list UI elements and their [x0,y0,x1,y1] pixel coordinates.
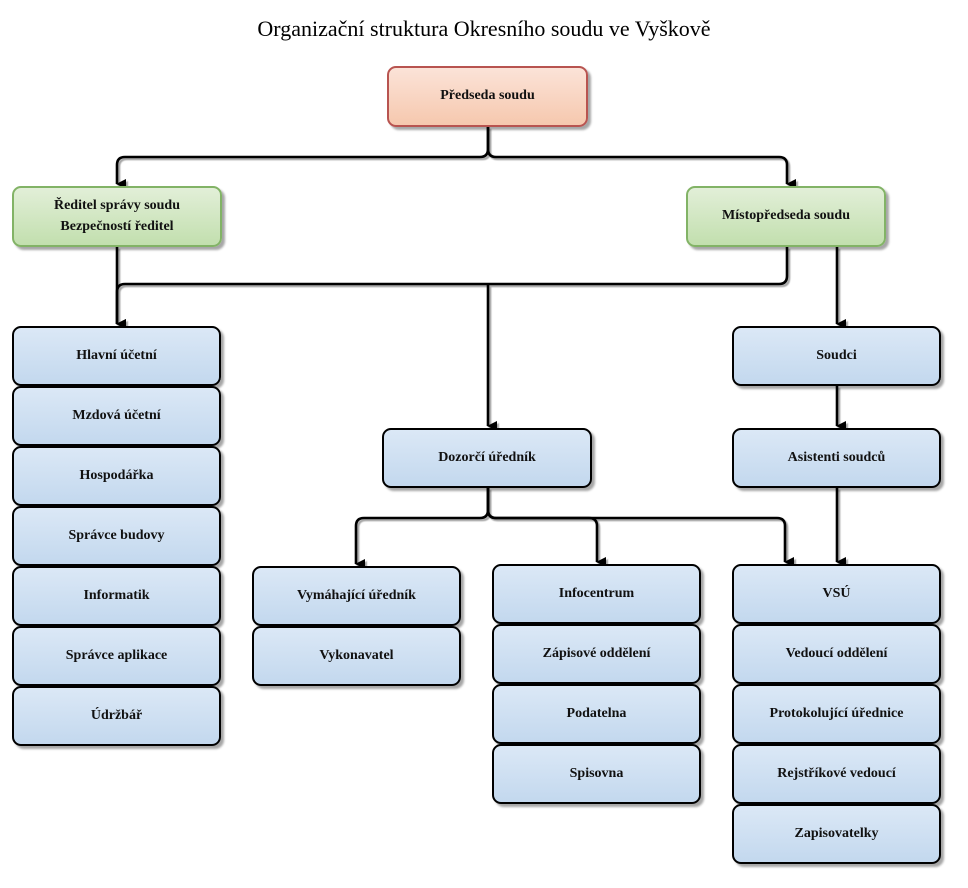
node-reditel-label-1: Ředitel správy soudu [53,198,181,214]
node-label: Informatik [83,587,150,603]
node-label: Vedoucí oddělení [785,645,888,661]
node-label: Údržbář [90,707,143,723]
node-soudci: Soudci [732,326,941,386]
node-label: Spisovna [569,765,624,781]
node-vymahani-item: Vymáhající úředník [252,566,461,626]
node-label: Zápisové oddělení [542,645,651,661]
node-label: Vykonavatel [319,647,394,663]
node-label: Hospodářka [79,467,154,483]
node-label: VSÚ [822,585,851,601]
node-sprava-item: Hospodářka [12,446,221,506]
node-kancelar-item: Infocentrum [492,564,701,624]
node-predseda-label: Předseda soudu [440,88,535,104]
node-sprava-item: Správce aplikace [12,626,221,686]
node-label: Správce aplikace [65,647,168,663]
node-label: Protokolující úřednice [769,705,904,721]
node-vymahani-item: Vykonavatel [252,626,461,686]
node-vsu-item: Zapisovatelky [732,804,941,864]
node-label: Vymáhající úředník [297,587,416,603]
connector-dozorci-kancelar [486,488,606,567]
node-reditel-label-2: Bezpečností ředitel [60,218,174,234]
node-label: Mzdová účetní [72,407,161,423]
connector-predseda-mistopredseda [486,127,796,189]
connector-dozorci-vymahani [354,488,490,569]
node-dozorci: Dozorčí úředník [382,428,592,488]
node-reditel: Ředitel správy soudu Bezpečností ředitel [12,186,222,247]
node-label: Hlavní účetní [76,347,157,363]
node-kancelar-item: Podatelna [492,684,701,744]
node-predseda: Předseda soudu [387,66,588,127]
connector-mistopredseda-bus [115,247,789,329]
node-label: Zapisovatelky [794,825,879,841]
connector-dozorci-vsu [486,488,794,567]
node-sprava-item: Hlavní účetní [12,326,221,386]
node-sprava-item: Správce budovy [12,506,221,566]
node-sprava-item: Mzdová účetní [12,386,221,446]
connector-predseda-reditel [115,127,490,189]
node-mistopredseda: Místopředseda soudu [686,186,886,247]
node-label: Podatelna [566,705,627,721]
node-vsu-item: VSÚ [732,564,941,624]
node-asistenti: Asistenti soudců [732,428,941,488]
node-sprava-item: Informatik [12,566,221,626]
node-label: Rejstříkové vedoucí [777,765,896,781]
node-vsu-item: Rejstříkové vedoucí [732,744,941,804]
node-kancelar-item: Spisovna [492,744,701,804]
node-dozorci-label: Dozorčí úředník [438,449,536,465]
node-sprava-item: Údržbář [12,686,221,746]
node-soudci-label: Soudci [816,347,857,363]
node-label: Infocentrum [558,585,635,601]
node-label: Správce budovy [68,527,165,543]
diagram-title: Organizační struktura Okresního soudu ve… [257,16,711,41]
node-vsu-item: Protokolující úřednice [732,684,941,744]
node-mistopredseda-label: Místopředseda soudu [722,208,850,224]
node-vsu-item: Vedoucí oddělení [732,624,941,684]
node-asistenti-label: Asistenti soudců [787,449,886,465]
node-kancelar-item: Zápisové oddělení [492,624,701,684]
